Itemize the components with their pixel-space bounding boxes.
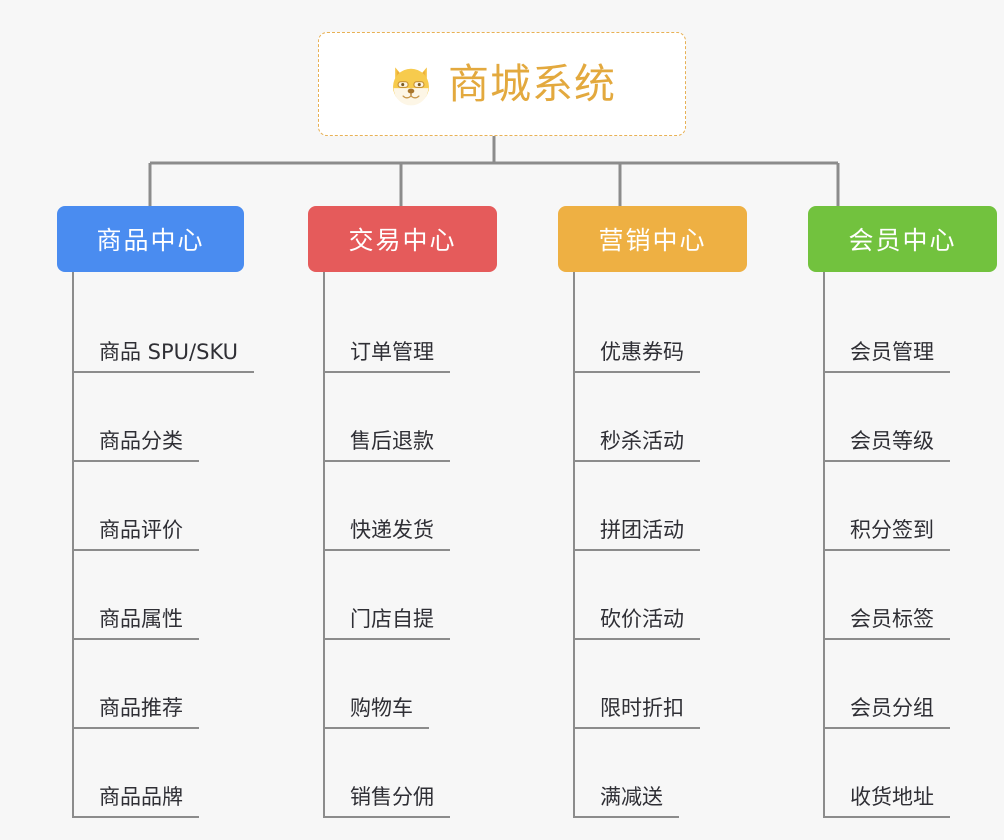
- leaf-list-2: 订单管理 售后退款 快递发货 门店自提 购物车 销售分佣: [323, 272, 527, 818]
- leaf-list-3: 优惠券码 秒杀活动 拼团活动 砍价活动 限时折扣 满减送: [573, 272, 777, 818]
- leaf-label: 积分签到: [825, 518, 950, 551]
- branch-column-3: 营销中心 优惠券码 秒杀活动 拼团活动 砍价活动 限时折扣 满减送: [558, 206, 777, 818]
- leaf-label: 购物车: [325, 696, 429, 729]
- leaf-label: 商品分类: [74, 429, 199, 462]
- leaf-label: 会员标签: [825, 607, 950, 640]
- branch-column-4: 会员中心 会员管理 会员等级 积分签到 会员标签 会员分组 收货地址: [808, 206, 1004, 818]
- list-item[interactable]: 秒杀活动: [575, 373, 777, 462]
- list-item[interactable]: 商品评价: [74, 462, 276, 551]
- list-item[interactable]: 商品品牌: [74, 729, 276, 818]
- leaf-label: 商品 SPU/SKU: [74, 340, 255, 373]
- root-title: 商城系统: [448, 59, 616, 108]
- list-item[interactable]: 优惠券码: [575, 284, 777, 373]
- root-node[interactable]: 商城系统: [318, 32, 686, 136]
- branch-column-1: 商品中心 商品 SPU/SKU 商品分类 商品评价 商品属性 商品推荐 商品品牌: [57, 206, 276, 818]
- leaf-label: 砍价活动: [575, 607, 700, 640]
- leaf-list-4: 会员管理 会员等级 积分签到 会员标签 会员分组 收货地址: [823, 272, 1004, 818]
- branch-header-2[interactable]: 交易中心: [308, 206, 497, 272]
- list-item[interactable]: 商品分类: [74, 373, 276, 462]
- branch-header-label-2: 交易中心: [348, 226, 457, 255]
- leaf-label: 秒杀活动: [575, 429, 700, 462]
- leaf-label: 销售分佣: [325, 785, 450, 818]
- branch-header-3[interactable]: 营销中心: [558, 206, 747, 272]
- list-item[interactable]: 砍价活动: [575, 551, 777, 640]
- list-item[interactable]: 购物车: [325, 640, 527, 729]
- leaf-list-1: 商品 SPU/SKU 商品分类 商品评价 商品属性 商品推荐 商品品牌: [72, 272, 276, 818]
- root-node-wrapper: 商城系统: [0, 0, 1004, 136]
- list-item[interactable]: 销售分佣: [325, 729, 527, 818]
- branch-header-label-3: 营销中心: [598, 226, 707, 255]
- list-item[interactable]: 快递发货: [325, 462, 527, 551]
- branch-header-label-1: 商品中心: [96, 226, 205, 255]
- list-item[interactable]: 积分签到: [825, 462, 1004, 551]
- list-item[interactable]: 收货地址: [825, 729, 1004, 818]
- leaf-label: 优惠券码: [575, 340, 700, 373]
- list-item[interactable]: 订单管理: [325, 284, 527, 373]
- leaf-label: 商品属性: [74, 607, 199, 640]
- branch-column-2: 交易中心 订单管理 售后退款 快递发货 门店自提 购物车 销售分佣: [308, 206, 527, 818]
- leaf-label: 收货地址: [825, 785, 950, 818]
- leaf-label: 满减送: [575, 785, 679, 818]
- list-item[interactable]: 售后退款: [325, 373, 527, 462]
- leaf-label: 订单管理: [325, 340, 450, 373]
- list-item[interactable]: 会员分组: [825, 640, 1004, 729]
- list-item[interactable]: 商品推荐: [74, 640, 276, 729]
- leaf-label: 快递发货: [325, 518, 450, 551]
- list-item[interactable]: 限时折扣: [575, 640, 777, 729]
- leaf-label: 会员分组: [825, 696, 950, 729]
- branch-header-label-4: 会员中心: [848, 226, 957, 255]
- list-item[interactable]: 拼团活动: [575, 462, 777, 551]
- branch-header-1[interactable]: 商品中心: [57, 206, 244, 272]
- branch-header-4[interactable]: 会员中心: [808, 206, 997, 272]
- leaf-label: 会员等级: [825, 429, 950, 462]
- leaf-label: 门店自提: [325, 607, 450, 640]
- branch-columns: 商品中心 商品 SPU/SKU 商品分类 商品评价 商品属性 商品推荐 商品品牌…: [0, 206, 1004, 818]
- list-item[interactable]: 门店自提: [325, 551, 527, 640]
- list-item[interactable]: 会员管理: [825, 284, 1004, 373]
- shiba-dog-emoji-icon: [393, 67, 429, 106]
- list-item[interactable]: 商品 SPU/SKU: [74, 284, 276, 373]
- list-item[interactable]: 会员标签: [825, 551, 1004, 640]
- leaf-label: 商品推荐: [74, 696, 199, 729]
- leaf-label: 售后退款: [325, 429, 450, 462]
- list-item[interactable]: 商品属性: [74, 551, 276, 640]
- leaf-label: 会员管理: [825, 340, 950, 373]
- leaf-label: 限时折扣: [575, 696, 700, 729]
- leaf-label: 商品品牌: [74, 785, 199, 818]
- list-item[interactable]: 会员等级: [825, 373, 1004, 462]
- list-item[interactable]: 满减送: [575, 729, 777, 818]
- leaf-label: 拼团活动: [575, 518, 700, 551]
- leaf-label: 商品评价: [74, 518, 199, 551]
